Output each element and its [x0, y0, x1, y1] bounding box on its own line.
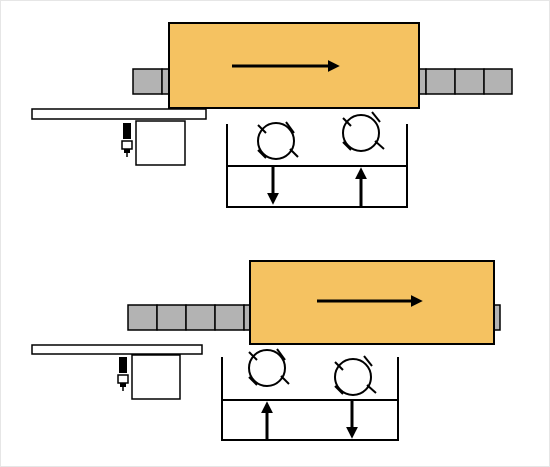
- conveyor-roller: [425, 68, 456, 95]
- conveyor-rollers-right: [418, 68, 513, 95]
- conveyor-roller: [214, 304, 245, 331]
- conveyor-roller: [418, 68, 427, 95]
- conveyor-roller: [483, 68, 513, 95]
- conveyor-roller: [185, 304, 216, 331]
- panel-top: [31, 22, 513, 208]
- rotation-icon: [334, 355, 377, 396]
- conveyor-roller: [127, 304, 158, 331]
- conveyor-rollers-left: [127, 304, 252, 331]
- conveyor-rollers-left: [132, 68, 171, 95]
- sensor-box: [135, 120, 186, 166]
- panel-bottom: [31, 260, 501, 441]
- proximity-sensor-icon: [121, 123, 133, 157]
- rotation-icon: [342, 111, 385, 152]
- conveyor-roller: [156, 304, 187, 331]
- conveyor-roller: [454, 68, 485, 95]
- rotation-icon: [248, 348, 290, 387]
- proximity-sensor-icon: [117, 357, 129, 391]
- lift-frame: [226, 124, 408, 208]
- lift-frame: [221, 357, 399, 441]
- side-shelf: [31, 344, 203, 355]
- sensor-box: [131, 354, 181, 400]
- side-shelf: [31, 108, 207, 120]
- conveyor-roller: [132, 68, 163, 95]
- rotation-icon: [257, 121, 299, 160]
